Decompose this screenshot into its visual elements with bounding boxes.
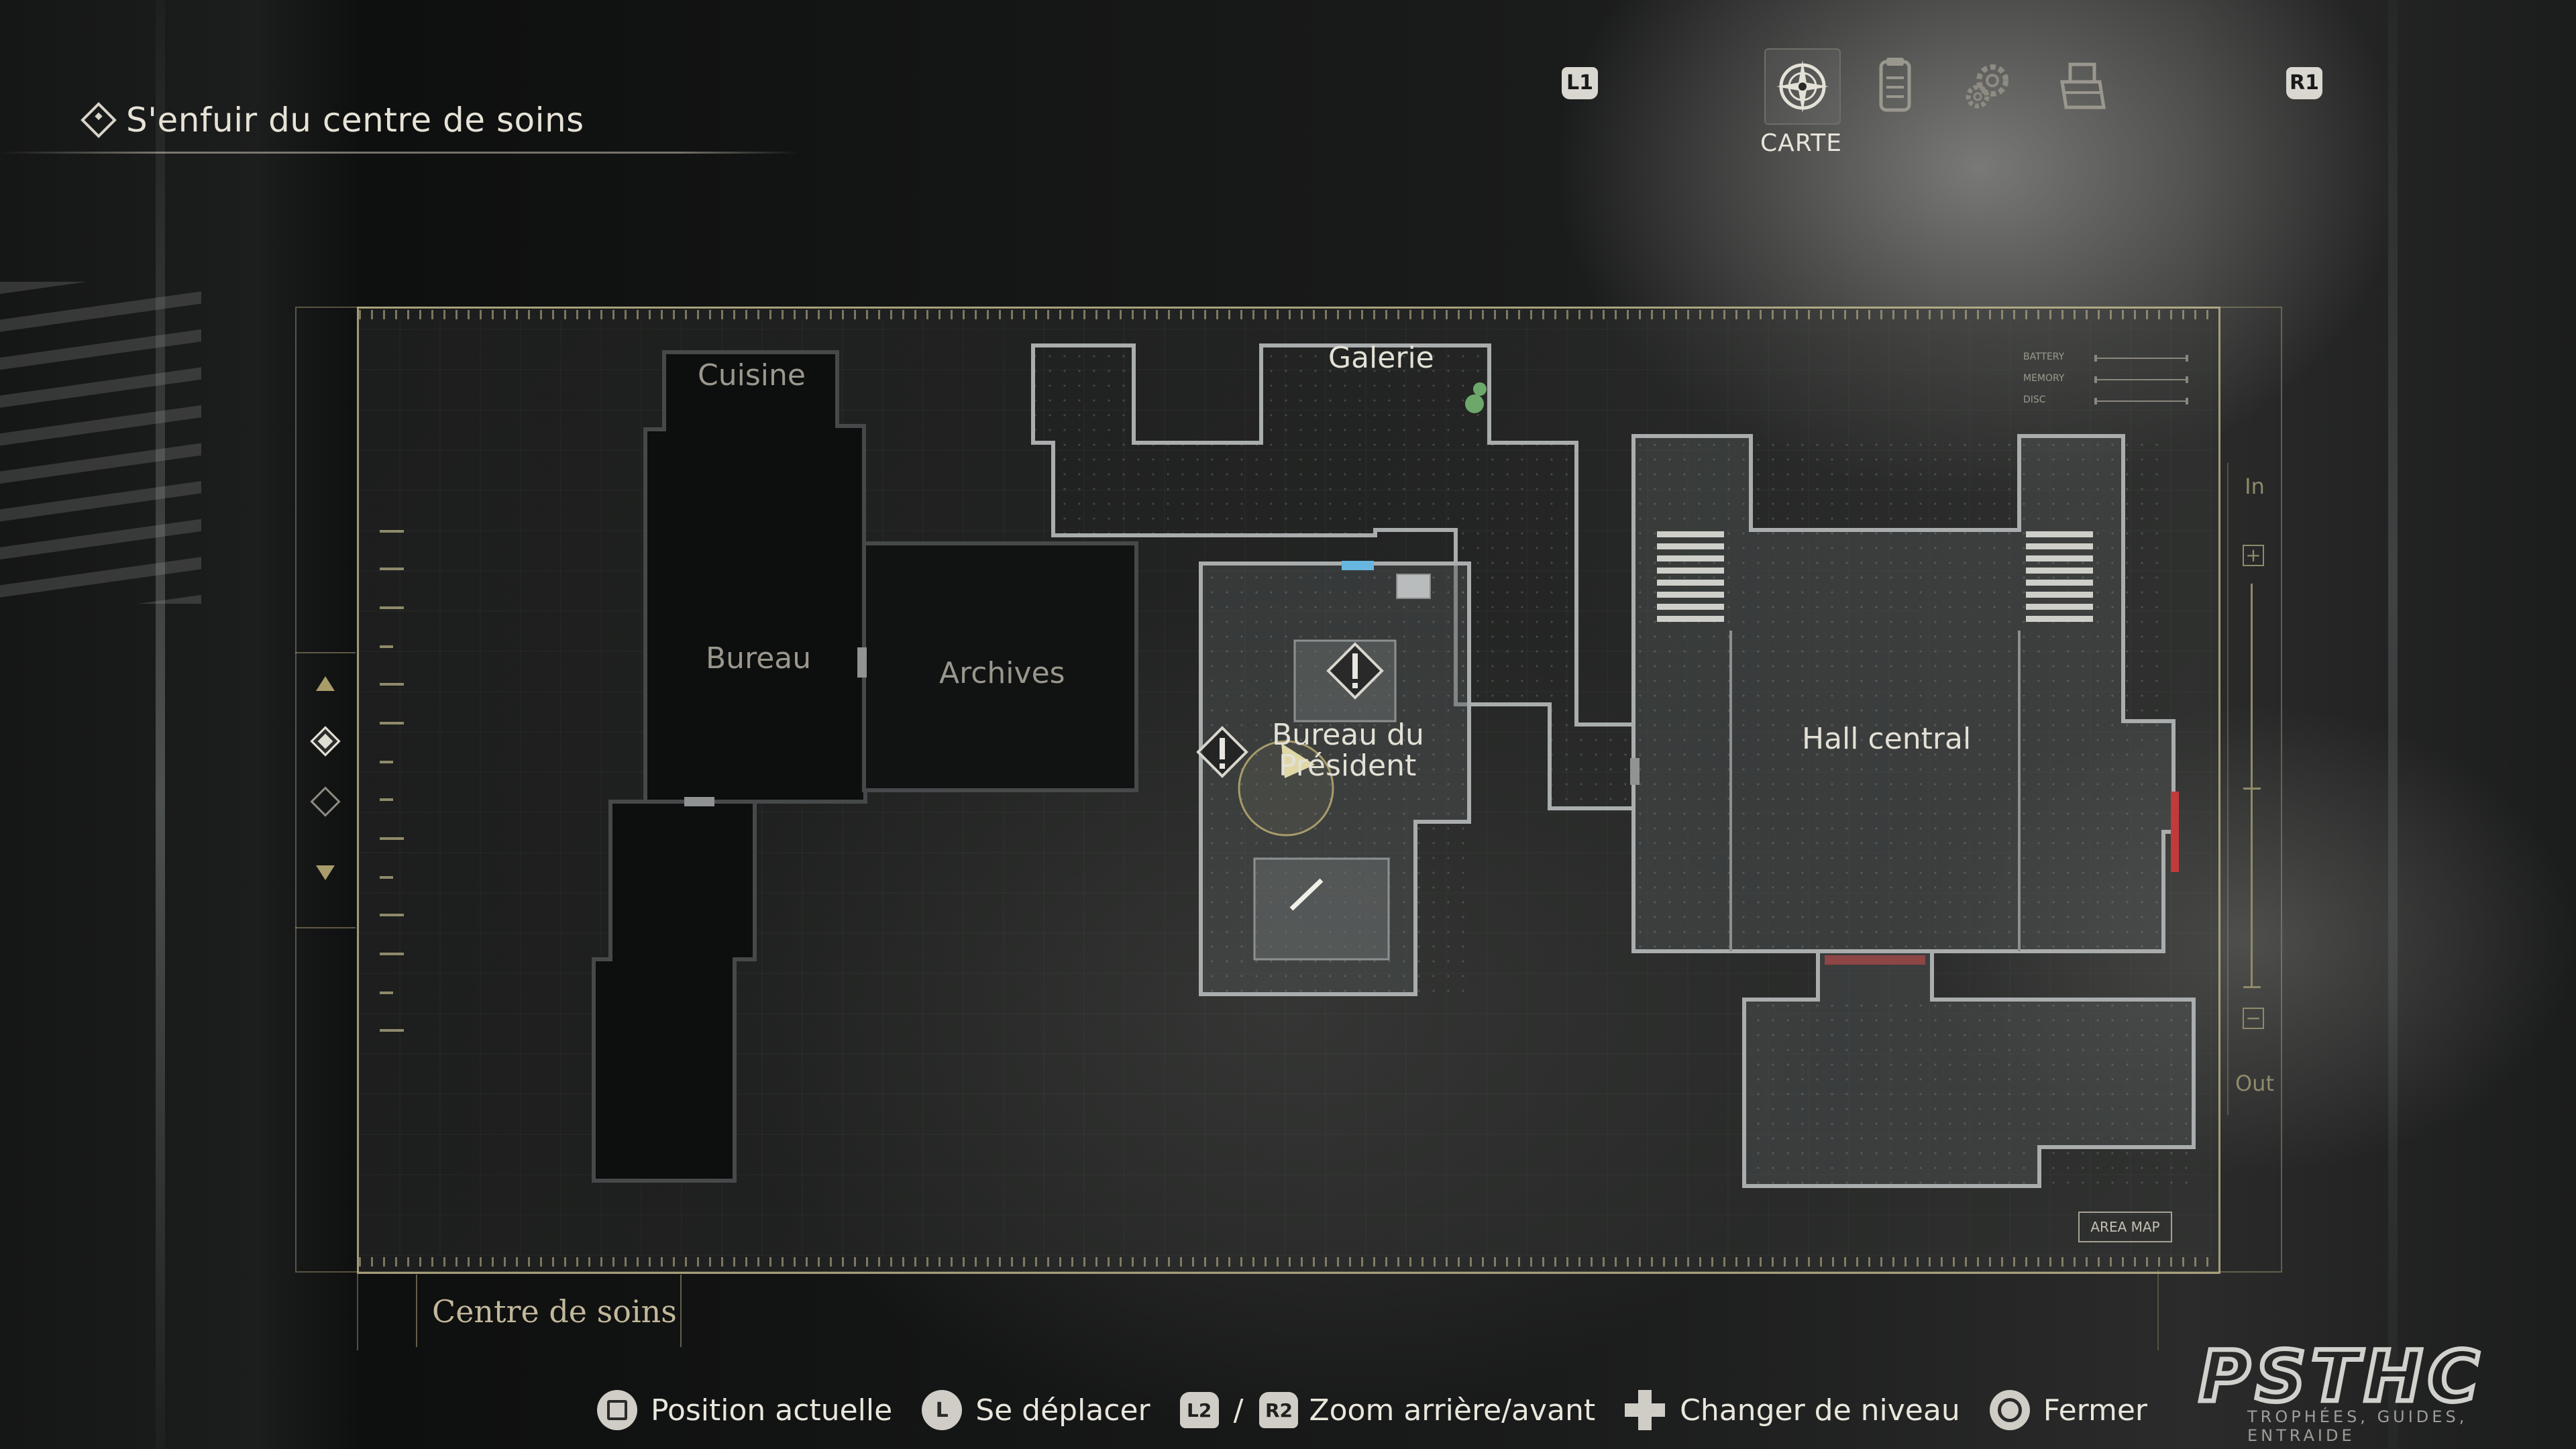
room-label-hall-central: Hall central bbox=[1802, 722, 1972, 756]
prompt-move-label: Se déplacer bbox=[975, 1393, 1150, 1428]
prompt-move[interactable]: L Se déplacer bbox=[922, 1390, 1150, 1430]
tab-files[interactable] bbox=[1858, 48, 1932, 122]
prompt-close[interactable]: Fermer bbox=[1989, 1390, 2148, 1430]
floor-down-button[interactable] bbox=[295, 843, 356, 903]
zoom-out-label: Out bbox=[2235, 1071, 2274, 1096]
stat-disc: DISC bbox=[2021, 392, 2192, 413]
left-stick-icon: L bbox=[922, 1390, 963, 1430]
corridor-west-shape bbox=[592, 800, 757, 1183]
alert-marker-icon bbox=[1326, 642, 1384, 700]
diamond-outline-icon bbox=[310, 786, 341, 817]
tab-map[interactable] bbox=[1764, 48, 1841, 125]
level-ticks bbox=[380, 530, 407, 1040]
psthc-logo: PSTHC bbox=[2197, 1340, 2484, 1420]
map-ruler-bottom bbox=[359, 1257, 2214, 1267]
frame-corner bbox=[357, 1270, 358, 1350]
zoom-slider-mark bbox=[2243, 788, 2261, 790]
device-stats: BATTERY MEMORY DISC bbox=[2021, 349, 2192, 413]
circle-button-icon bbox=[1989, 1390, 2030, 1430]
door-marker bbox=[857, 647, 867, 678]
door-marker bbox=[1342, 561, 1374, 570]
room-label-bureau-president: Bureau du bbox=[1272, 718, 1424, 752]
svg-text:PSTHC: PSTHC bbox=[2199, 1340, 2484, 1417]
zoom-in-label: In bbox=[2245, 474, 2265, 499]
stat-battery: BATTERY bbox=[2021, 349, 2192, 370]
diamond-filled-icon bbox=[310, 726, 341, 757]
box-icon bbox=[2060, 62, 2106, 109]
room-cuisine-shape bbox=[643, 350, 868, 804]
room-hall-central-shape bbox=[1631, 434, 2179, 965]
plant-icon bbox=[1465, 382, 1487, 413]
window-blinds bbox=[0, 282, 201, 604]
dpad-icon bbox=[1625, 1390, 1666, 1430]
alert-marker-icon bbox=[1196, 726, 1248, 778]
room-label-bureau-president-2: Président bbox=[1279, 749, 1417, 783]
area-map-button[interactable]: AREA MAP bbox=[2078, 1212, 2172, 1242]
compass-icon bbox=[1776, 60, 1829, 113]
objective-underline bbox=[0, 152, 798, 154]
l2-trigger-icon: L2 bbox=[1179, 1392, 1219, 1428]
arrow-up-icon bbox=[316, 676, 335, 691]
prompt-level-label: Changer de niveau bbox=[1680, 1393, 1960, 1428]
door-marker bbox=[684, 797, 714, 806]
light-streak bbox=[2388, 0, 2398, 1449]
floor-selector bbox=[295, 652, 356, 928]
tab-settings[interactable] bbox=[1951, 48, 2025, 122]
stat-memory: MEMORY bbox=[2021, 370, 2192, 392]
arrow-down-icon bbox=[316, 865, 335, 880]
file-icon bbox=[1879, 58, 1911, 112]
room-label-archives: Archives bbox=[939, 656, 1065, 690]
zoom-out-button[interactable]: − bbox=[2243, 1008, 2264, 1029]
floor-up-button[interactable] bbox=[295, 653, 356, 714]
tab-inventory[interactable] bbox=[2046, 48, 2120, 122]
zoom-slider-mark bbox=[2243, 986, 2261, 988]
objective: S'enfuir du centre de soins bbox=[80, 101, 584, 140]
r1-button[interactable]: R1 bbox=[2286, 67, 2322, 99]
zoom-panel: In + − Out bbox=[2227, 463, 2281, 1115]
pen-item-icon bbox=[1289, 878, 1324, 911]
zoom-in-button[interactable]: + bbox=[2243, 545, 2264, 566]
prompt-position-label: Position actuelle bbox=[651, 1393, 893, 1428]
safe-icon bbox=[1396, 574, 1431, 599]
prompt-zoom-separator: / bbox=[1233, 1393, 1244, 1428]
square-button-icon bbox=[597, 1390, 637, 1430]
floor-level-current[interactable] bbox=[295, 711, 356, 771]
tab-map-label: CARTE bbox=[1760, 129, 1842, 157]
floor-level-other[interactable] bbox=[295, 771, 356, 832]
prompt-zoom[interactable]: L2 / R2 Zoom arrière/avant bbox=[1179, 1392, 1596, 1428]
button-prompts: Position actuelle L Se déplacer L2 / R2 … bbox=[597, 1389, 2177, 1432]
area-name-tag: Centre de soins bbox=[416, 1275, 682, 1347]
prompt-position[interactable]: Position actuelle bbox=[597, 1390, 892, 1430]
prompt-zoom-label: Zoom arrière/avant bbox=[1309, 1393, 1596, 1428]
prompt-level[interactable]: Changer de niveau bbox=[1625, 1390, 1960, 1430]
gear-icon bbox=[1966, 64, 2008, 109]
area-name: Centre de soins bbox=[432, 1293, 677, 1330]
room-label-cuisine: Cuisine bbox=[698, 358, 806, 392]
l1-button[interactable]: L1 bbox=[1562, 67, 1598, 99]
frame-corner bbox=[2157, 1270, 2159, 1350]
player-position-icon bbox=[1238, 740, 1334, 837]
room-bureau-president-shape bbox=[1199, 561, 1471, 996]
psthc-tagline: TROPHÉES, GUIDES, ENTRAIDE bbox=[2247, 1407, 2468, 1445]
room-archives-shape bbox=[862, 541, 1138, 792]
zoom-slider-track[interactable] bbox=[2251, 584, 2253, 986]
room-south-east-shape bbox=[1742, 949, 2196, 1188]
light-streak bbox=[156, 0, 165, 1449]
map-ruler-top bbox=[359, 310, 2214, 319]
r2-trigger-icon: R2 bbox=[1259, 1392, 1299, 1428]
objective-title: S'enfuir du centre de soins bbox=[126, 101, 584, 140]
door-marker bbox=[1630, 758, 1640, 785]
prompt-close-label: Fermer bbox=[2043, 1393, 2148, 1428]
room-label-galerie: Galerie bbox=[1328, 341, 1434, 375]
room-label-bureau: Bureau bbox=[706, 641, 812, 676]
